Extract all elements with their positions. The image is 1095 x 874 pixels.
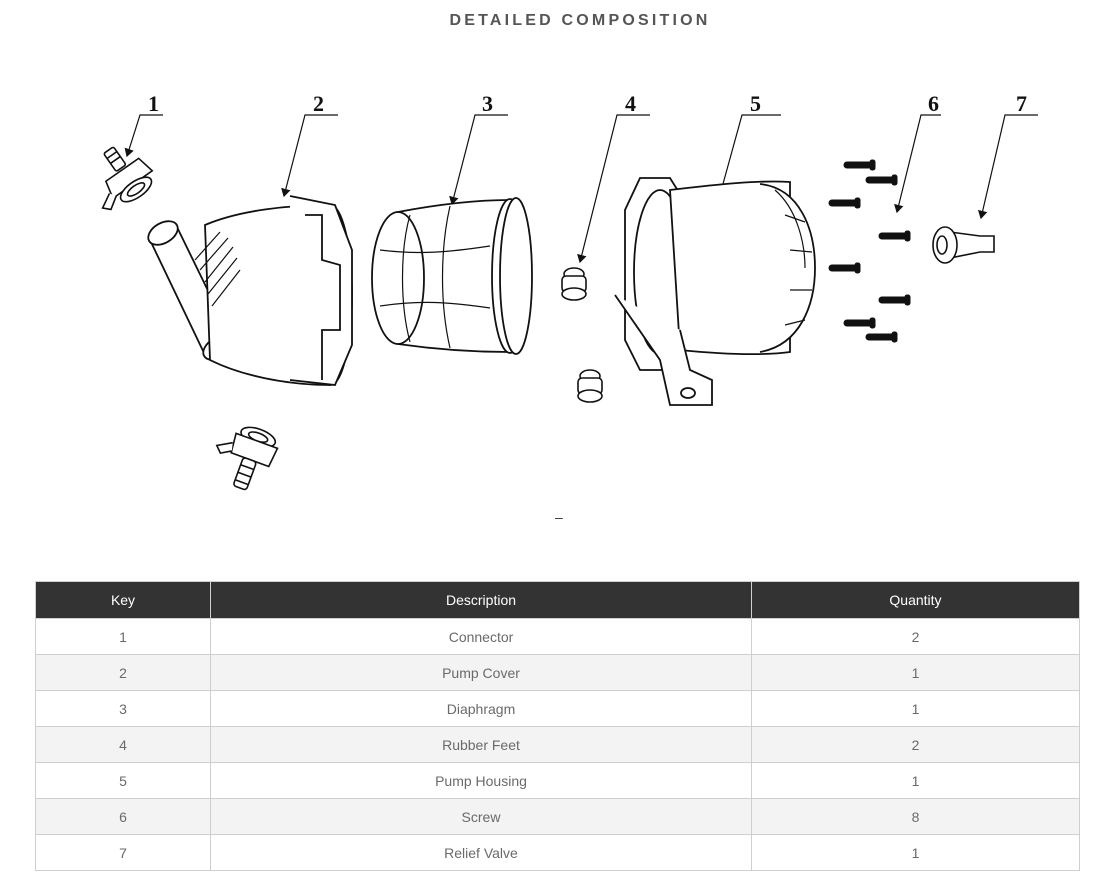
cell-description: Rubber Feet bbox=[210, 726, 752, 763]
key-label-text: 3 bbox=[482, 91, 493, 116]
header-quantity: Quantity bbox=[751, 581, 1080, 619]
key-label-1: 1 bbox=[124, 91, 163, 158]
exploded-view-diagram: 1 2 3 4 5 6 7 bbox=[101, 91, 1038, 491]
cell-key: 4 bbox=[35, 726, 211, 763]
cell-key: 2 bbox=[35, 654, 211, 691]
diaphragm-part bbox=[371, 197, 533, 355]
table-row: 2 Pump Cover 1 bbox=[35, 654, 1080, 691]
cell-key: 3 bbox=[35, 690, 211, 727]
connector-part bbox=[101, 146, 279, 491]
cell-quantity: 2 bbox=[751, 618, 1080, 655]
key-label-text: 4 bbox=[625, 91, 636, 116]
key-label-5: 5 bbox=[715, 91, 781, 204]
key-label-4: 4 bbox=[577, 91, 650, 264]
key-label-7: 7 bbox=[977, 91, 1038, 220]
cell-quantity: 1 bbox=[751, 834, 1080, 871]
key-label-3: 3 bbox=[449, 91, 508, 206]
cell-quantity: 2 bbox=[751, 726, 1080, 763]
cell-quantity: 8 bbox=[751, 798, 1080, 835]
cell-quantity: 1 bbox=[751, 690, 1080, 727]
cell-description: Connector bbox=[210, 618, 752, 655]
parts-table: Key Description Quantity 1 Connector 2 2… bbox=[35, 581, 1080, 871]
pump-housing-part bbox=[614, 177, 816, 406]
cell-quantity: 1 bbox=[751, 654, 1080, 691]
table-row: 4 Rubber Feet 2 bbox=[35, 726, 1080, 763]
cell-description: Pump Housing bbox=[210, 762, 752, 799]
cell-description: Relief Valve bbox=[210, 834, 752, 871]
rubber-feet-part bbox=[561, 267, 603, 403]
header-description: Description bbox=[210, 581, 752, 619]
table-row: 3 Diaphragm 1 bbox=[35, 690, 1080, 727]
cell-description: Pump Cover bbox=[210, 654, 752, 691]
key-label-text: 7 bbox=[1016, 91, 1027, 116]
table-row: 6 Screw 8 bbox=[35, 798, 1080, 835]
table-header-row: Key Description Quantity bbox=[35, 581, 1080, 619]
relief-valve-part bbox=[932, 226, 995, 264]
cell-key: 5 bbox=[35, 762, 211, 799]
key-label-2: 2 bbox=[281, 91, 338, 198]
key-label-text: 1 bbox=[148, 91, 159, 116]
table-row: 7 Relief Valve 1 bbox=[35, 834, 1080, 871]
cell-description: Diaphragm bbox=[210, 690, 752, 727]
pump-cover-part bbox=[147, 195, 353, 386]
table-row: 1 Connector 2 bbox=[35, 618, 1080, 655]
cell-key: 1 bbox=[35, 618, 211, 655]
key-label-text: 2 bbox=[313, 91, 324, 116]
cell-description: Screw bbox=[210, 798, 752, 835]
cell-quantity: 1 bbox=[751, 762, 1080, 799]
key-label-text: 6 bbox=[928, 91, 939, 116]
screw-part bbox=[828, 159, 911, 343]
table-row: 5 Pump Housing 1 bbox=[35, 762, 1080, 799]
cell-key: 6 bbox=[35, 798, 211, 835]
cell-key: 7 bbox=[35, 834, 211, 871]
dash-mark: – bbox=[555, 509, 563, 525]
key-label-6: 6 bbox=[894, 91, 941, 214]
page-title: DETAILED COMPOSITION bbox=[449, 12, 711, 29]
header-key: Key bbox=[35, 581, 211, 619]
key-label-text: 5 bbox=[750, 91, 761, 116]
